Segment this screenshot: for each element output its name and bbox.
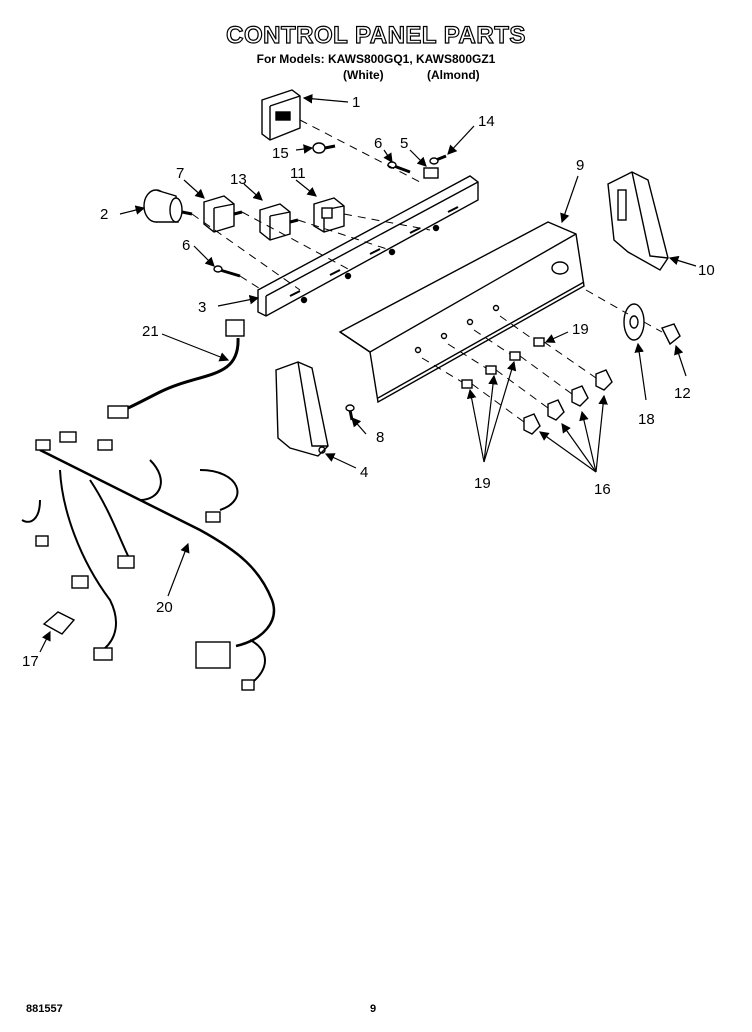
page-number: 9 [370,1003,377,1015]
part-11-switch [313,197,345,233]
callout-9: 9 [576,157,584,174]
variant-white: (White) [343,68,384,82]
callout-16: 16 [594,481,611,498]
callout-1: 1 [352,94,360,111]
part-5-clip [423,167,439,179]
callout-13: 13 [230,171,247,188]
callout-8: 8 [376,429,384,446]
document-code: 881557 [26,1003,63,1015]
part-2-rotary-switch [143,189,193,223]
part-16-knobs [523,369,613,435]
callout-15: 15 [272,145,289,162]
leader-arrows [39,93,697,653]
callout-11: 11 [290,165,306,182]
callout-7: 7 [176,165,184,182]
part-12-knob [661,323,681,346]
part-20-main-harness [21,431,275,691]
part-7-switch [203,195,243,233]
part-13-switch [259,203,299,241]
callout-4: 4 [360,464,368,481]
part-15-screw [312,142,336,154]
callout-6-top: 6 [374,135,382,152]
part-10-right-end-cap [607,171,669,271]
models-line: For Models: KAWS800GQ1, KAWS800GZ1 [256,52,496,66]
variant-almond: (Almond) [427,68,480,82]
part-17-tag [42,611,76,635]
callout-6-bottom: 6 [182,237,190,254]
part-1-control-module [261,89,301,141]
assembly-lines [191,119,663,423]
part-8-screw [345,404,355,421]
part-18-dial-skirt [623,303,645,341]
callout-10: 10 [698,262,715,279]
callout-18: 18 [638,411,655,428]
part-21-harness [107,319,245,419]
part-9-console-panel [338,221,585,404]
callout-14: 14 [478,113,495,130]
part-3-mounting-bracket [257,175,479,317]
callout-2: 2 [100,206,108,223]
callout-3: 3 [198,299,206,316]
page-title: CONTROL PANEL PARTS [226,21,526,49]
callout-12: 12 [674,385,691,402]
callout-20: 20 [156,599,173,616]
part-4-left-end-cap [275,361,329,457]
part-6-screw-bottom [213,265,241,278]
callout-5: 5 [400,135,408,152]
callout-17: 17 [22,653,39,670]
callout-21: 21 [142,323,159,340]
callout-19-bottom: 19 [474,475,491,492]
callout-19-right: 19 [572,321,589,338]
part-14-screw [429,154,447,165]
